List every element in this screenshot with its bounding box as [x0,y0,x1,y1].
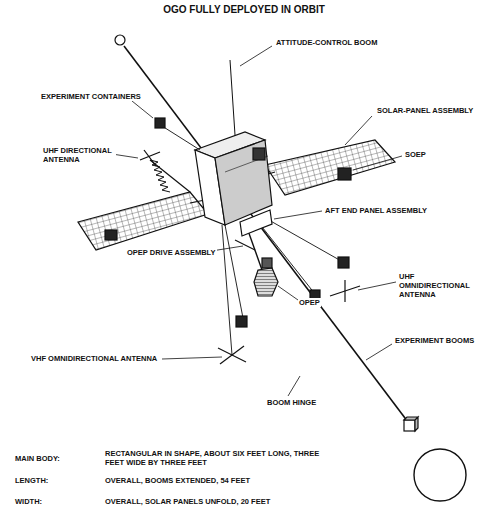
callout-label: EXPERIMENT CONTAINERS [40,92,142,101]
spec-heading: WIDTH: [14,497,43,506]
callout-label: UHF DIRECTIONAL ANTENNA [42,146,116,164]
spec-text: OVERALL, SOLAR PANELS UNFOLD, 20 FEET [104,497,271,506]
callout-label: EXPERIMENT BOOMS [394,336,475,345]
callout-label: BOOM HINGE [266,398,317,407]
callout-label: SOEP [404,150,427,159]
diagram-title: OGO FULLY DEPLOYED IN ORBIT [0,4,488,15]
spec-text: RECTANGULAR IN SHAPE, ABOUT SIX FEET LON… [104,449,321,467]
callout-label: OPEP DRIVE ASSEMBLY [126,248,217,257]
spec-heading: MAIN BODY: [14,454,61,463]
callout-label: UHF OMNIDIRECTIONAL ANTENNA [398,272,480,299]
callout-label: VHF OMNIDIRECTIONAL ANTENNA [30,354,158,363]
spec-heading: LENGTH: [14,476,49,485]
spec-text: OVERALL, BOOMS EXTENDED, 54 FEET [104,476,251,485]
callout-label: SOLAR-PANEL ASSEMBLY [376,106,474,115]
callout-label: AFT END PANEL ASSEMBLY [324,206,428,215]
callout-label: ATTITUDE-CONTROL BOOM [275,38,378,47]
callout-label: OPEP [298,298,321,307]
